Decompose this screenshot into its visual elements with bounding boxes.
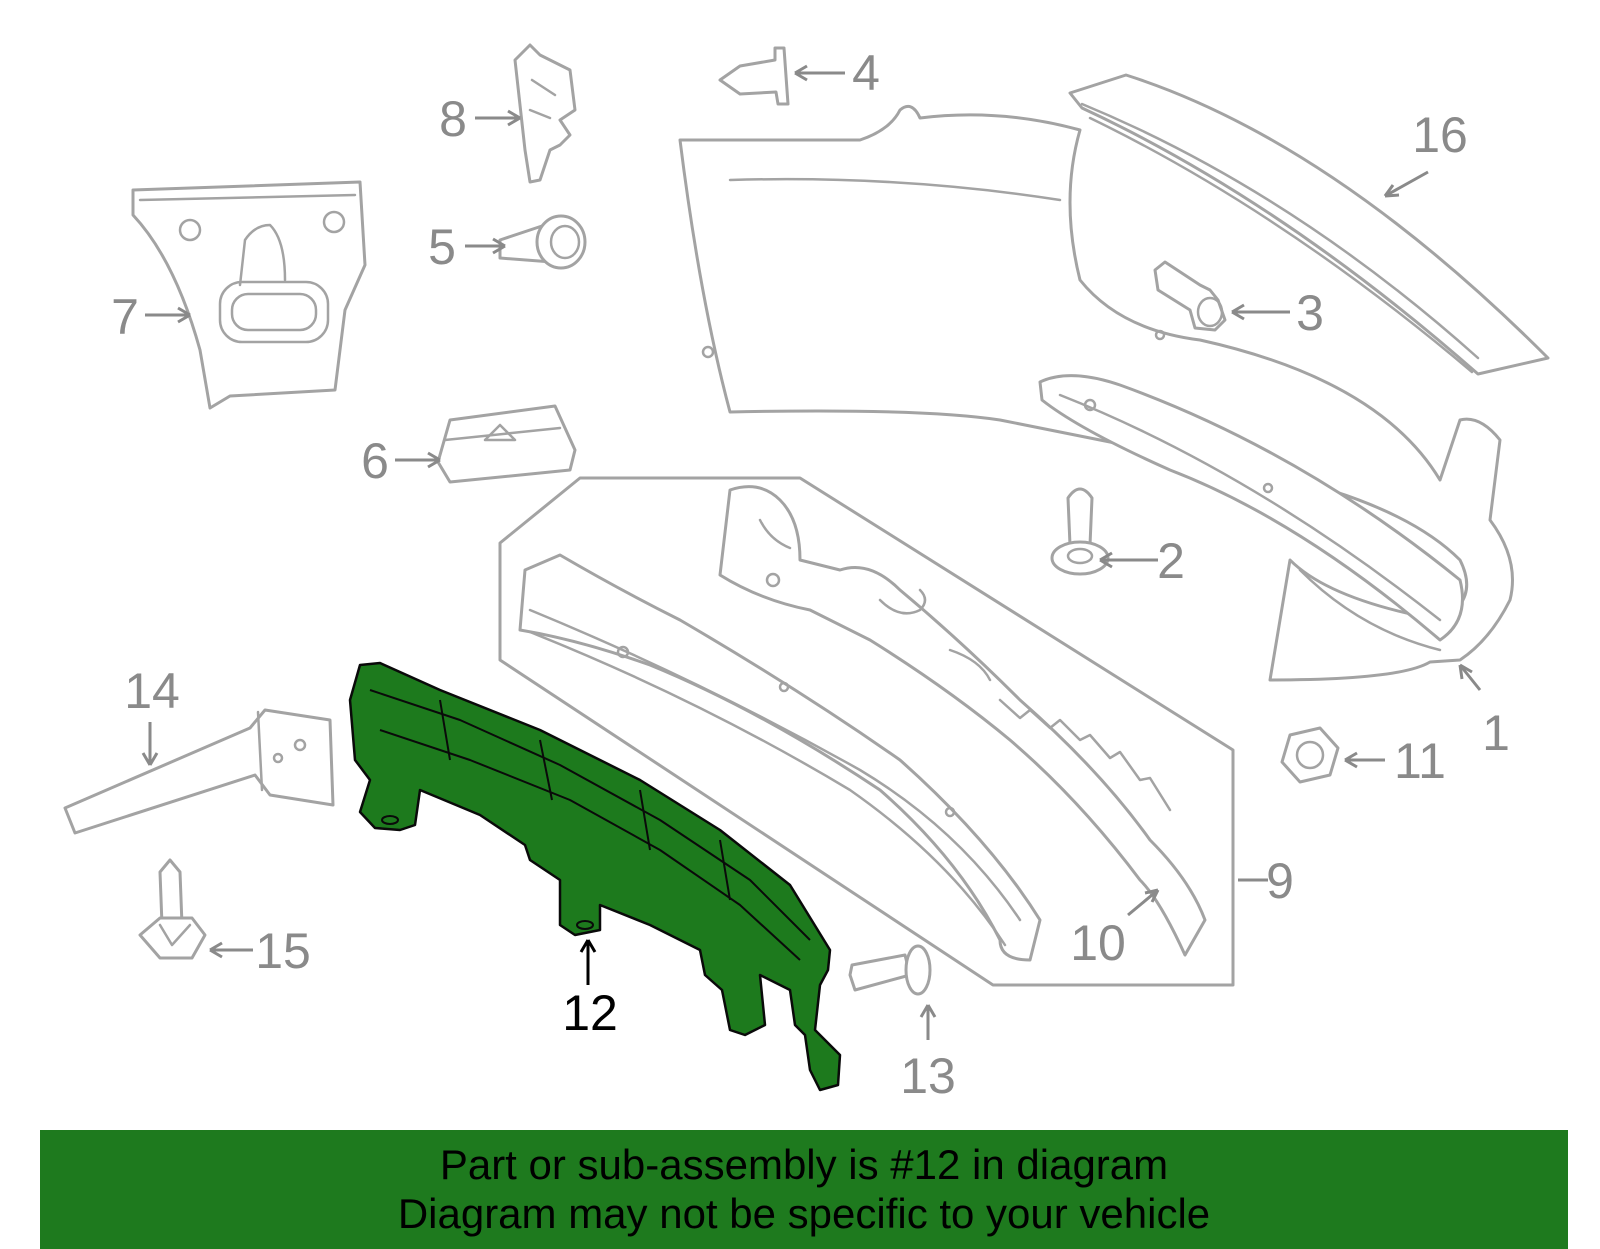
part-6-trim: [436, 404, 577, 484]
assembly-9-outline: [498, 476, 1235, 987]
callout-4: 4: [852, 45, 880, 101]
callout-5: 5: [428, 219, 456, 275]
callout-11: 11: [1394, 733, 1446, 789]
callout-12: 12: [562, 985, 618, 1041]
callout-3: 3: [1296, 285, 1324, 341]
callout-14: 14: [124, 663, 180, 719]
callout-7: 7: [111, 289, 139, 345]
part-lower-rail: [1038, 374, 1464, 642]
part-12-energy-absorber: [348, 661, 842, 1092]
part-9-impact-bar: [518, 553, 1042, 962]
part-8-clip: [513, 43, 577, 184]
part-16-spoiler: [1068, 73, 1550, 376]
part-2-push-clip: [1050, 487, 1110, 576]
part-15-bolt: [138, 858, 207, 960]
banner-line-1: Part or sub-assembly is #12 in diagram: [439, 1141, 1169, 1188]
callout-6: 6: [361, 433, 389, 489]
callout-10: 10: [1070, 915, 1126, 971]
part-5-push-pin: [498, 214, 587, 270]
banner-line-2: Diagram may not be specific to your vehi…: [397, 1190, 1211, 1237]
callout-8: 8: [439, 91, 467, 147]
callout-2: 2: [1157, 533, 1185, 589]
part-7-side-bracket: [131, 180, 367, 410]
part-13-bolt: [848, 944, 932, 996]
leader-lines: [141, 64, 1482, 1040]
info-banner: Part or sub-assembly is #12 in diagram D…: [40, 1130, 1568, 1249]
callout-13: 13: [900, 1048, 956, 1104]
part-14-bracket: [63, 708, 335, 835]
callout-9: 9: [1266, 853, 1294, 909]
callout-16: 16: [1412, 107, 1468, 163]
callout-1: 1: [1482, 705, 1510, 761]
part-4-clip: [718, 46, 790, 106]
callout-15: 15: [255, 923, 311, 979]
part-11-nut: [1280, 726, 1340, 784]
part-10-absorber: [718, 485, 1207, 957]
part-3-bolt: [1153, 260, 1227, 332]
callout-labels: 1 2 3 4 5 6 7 8 9 10 11 12 13 14 15 16: [111, 45, 1510, 1104]
